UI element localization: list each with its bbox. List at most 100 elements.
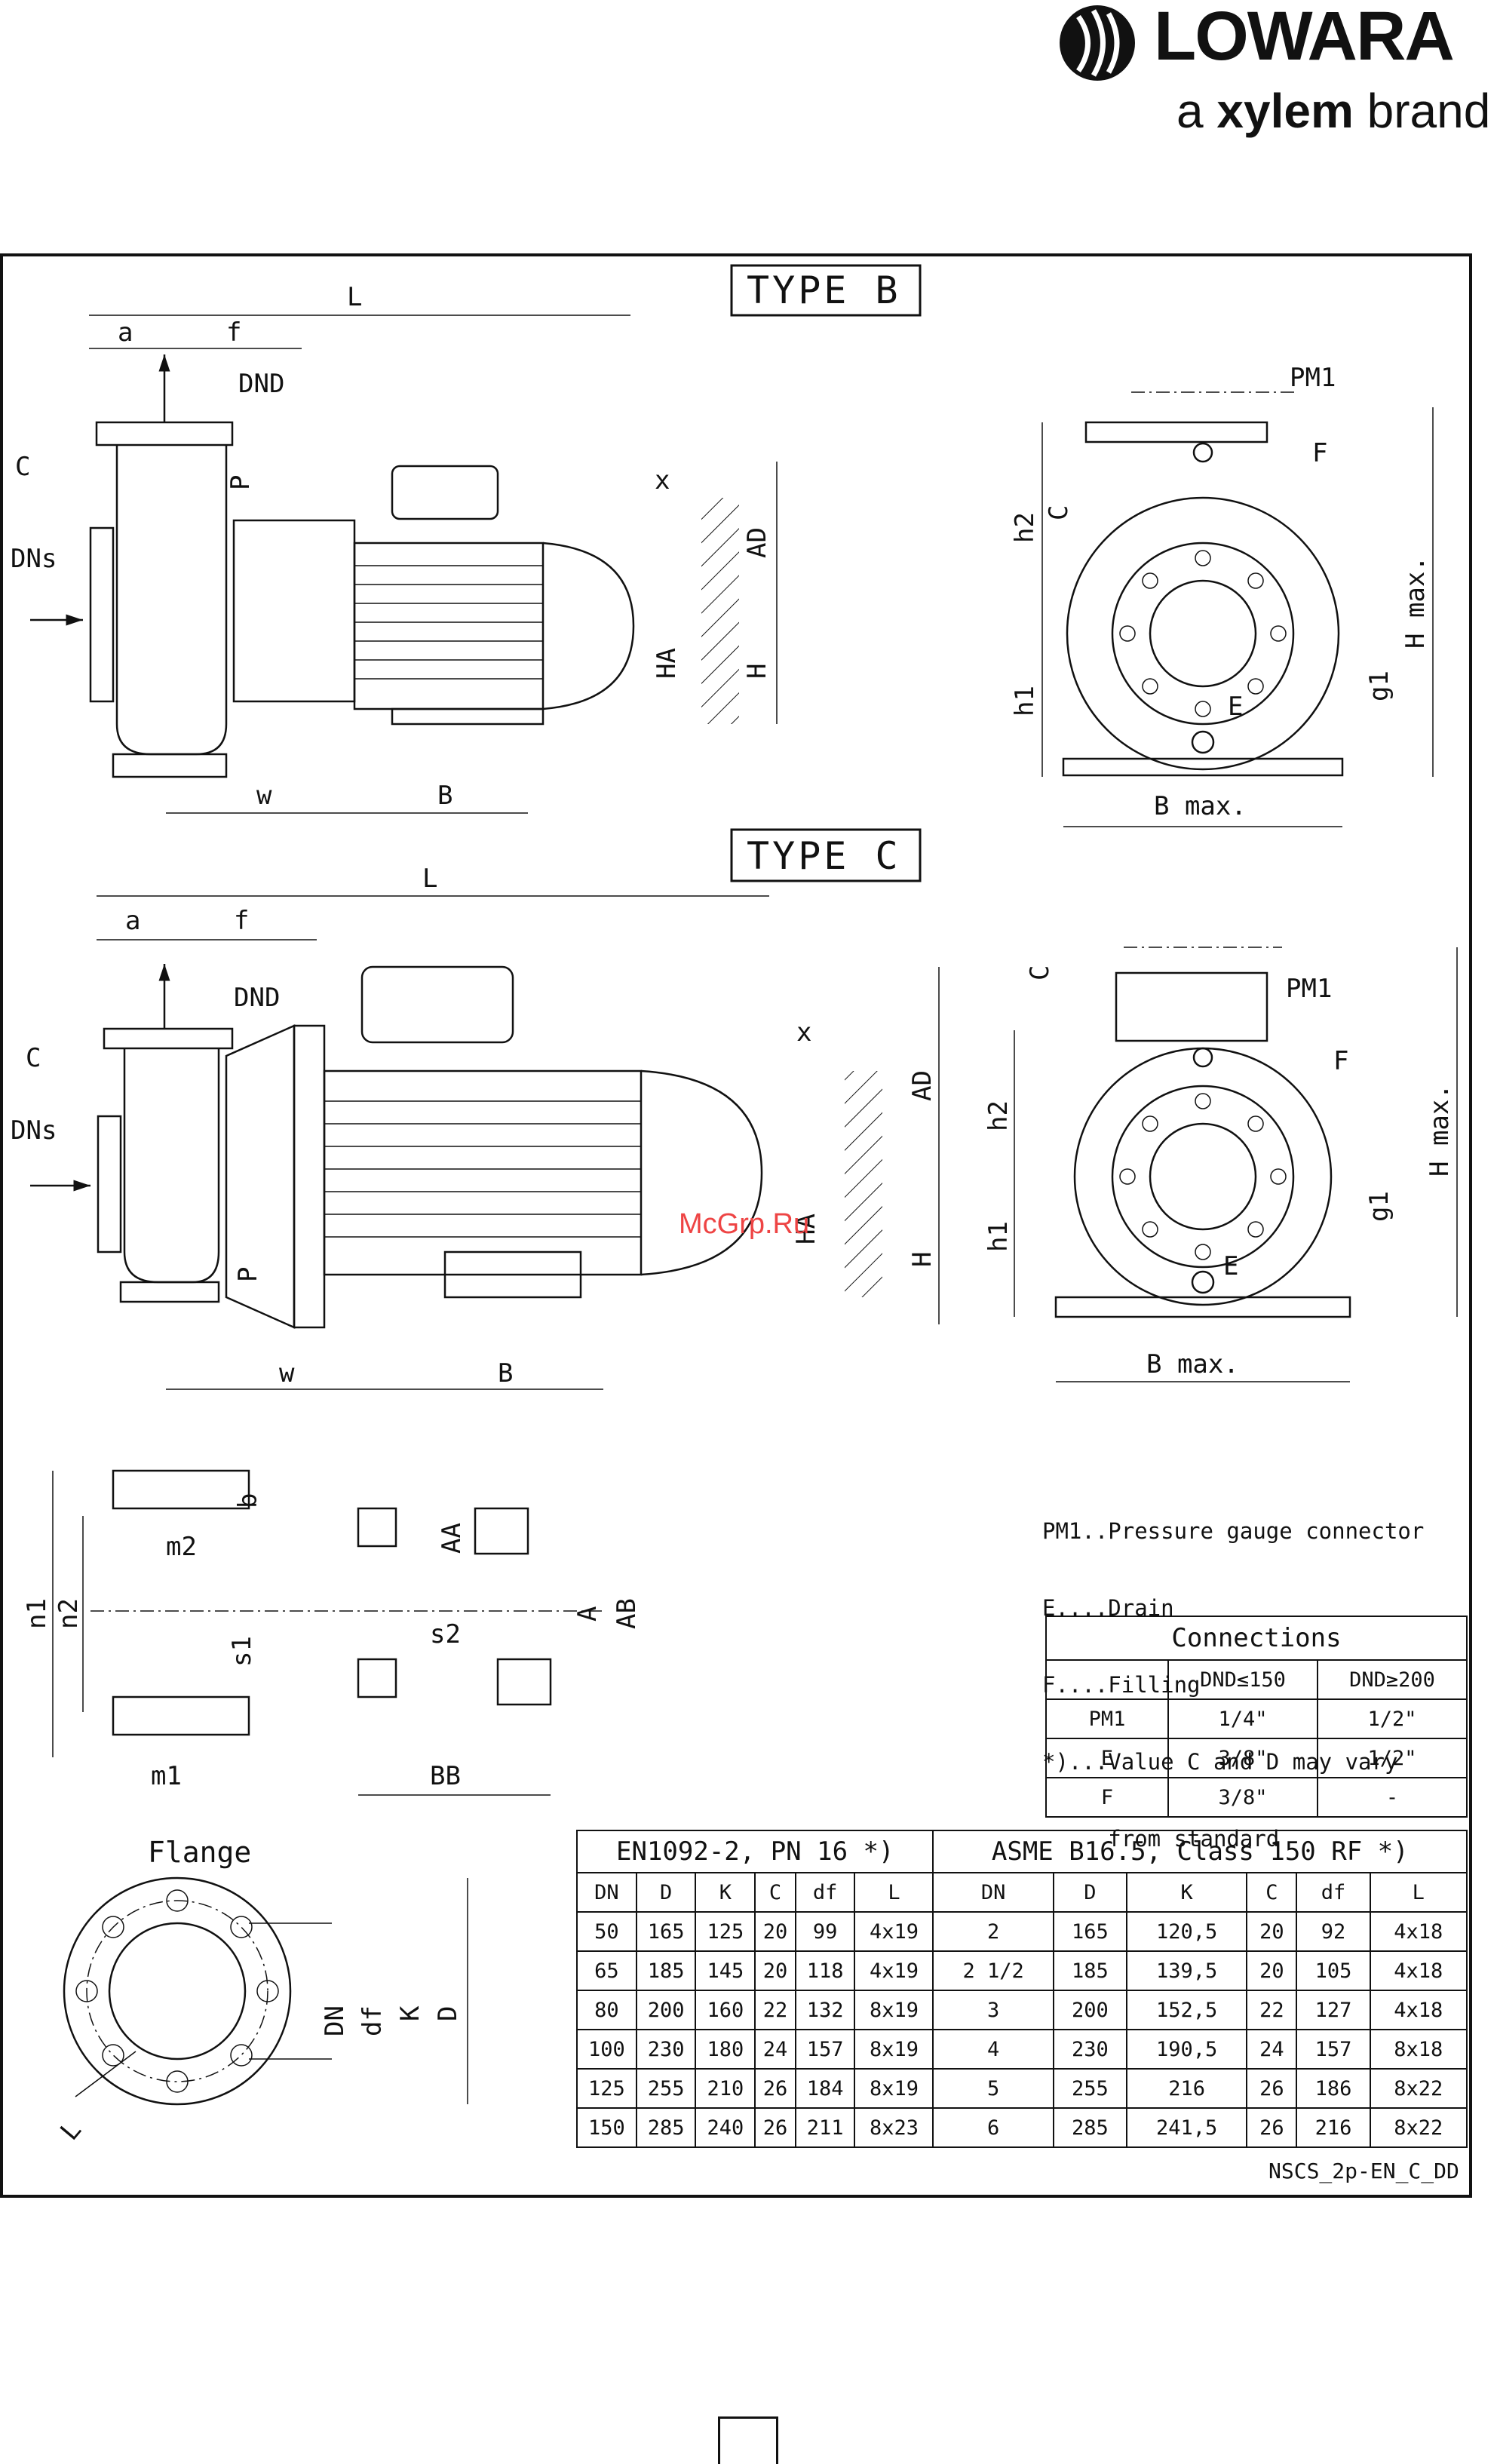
terminal-box-b	[391, 465, 499, 520]
pump-suction-flange-c	[97, 1115, 122, 1253]
label-pm1-b: PM1	[1290, 363, 1336, 393]
flange-cell: 26	[1246, 2107, 1298, 2148]
dim-f-c: f	[234, 906, 249, 936]
label-w-c: w	[279, 1358, 295, 1388]
type-b-side-view: TYPE B L a f DND C DNs P x AD	[11, 264, 922, 814]
flange-cell: 139,5	[1125, 1950, 1248, 1991]
motor-flange-c	[293, 1024, 326, 1329]
flange-header-cell: C	[754, 1872, 796, 1913]
suction-eye-b	[1149, 579, 1257, 688]
connections-cell: PM1	[1045, 1698, 1169, 1739]
label-dns-b: DNs	[11, 544, 57, 574]
flange-cell: 20	[754, 1911, 796, 1952]
flange-cell: 50	[576, 1911, 637, 1952]
pump-discharge-flange-b	[95, 421, 234, 446]
flange-cell: 8x22	[1369, 2107, 1468, 2148]
label-l-flange: L	[54, 2115, 87, 2146]
label-ha-b: HA	[652, 648, 682, 679]
flange-cell: 4x18	[1369, 1990, 1468, 2030]
type-b-title: TYPE B	[747, 268, 901, 312]
motor-fins-b	[354, 565, 543, 680]
flange-cell: 165	[1052, 1911, 1128, 1952]
type-c-side-view: TYPE C L a f DND C DNs P x AD HA H	[11, 828, 940, 1390]
flange-cell: 255	[635, 2068, 697, 2109]
front-flange-b	[1084, 421, 1268, 443]
label-ab: AB	[612, 1598, 642, 1629]
label-h2-b: h2	[1010, 512, 1040, 543]
label-h1-b: h1	[1010, 686, 1040, 716]
label-c-front-b: C	[1044, 505, 1074, 520]
label-m2: m2	[166, 1532, 197, 1562]
flange-header-cell: L	[1369, 1872, 1468, 1913]
connections-title: Connections	[1045, 1616, 1468, 1661]
flange-cell: 4	[932, 2029, 1054, 2070]
flange-cell: 80	[576, 1990, 637, 2030]
label-c-c: C	[26, 1043, 41, 1073]
connections-cell: 3/8"	[1167, 1738, 1318, 1778]
flange-cell: 160	[695, 1990, 756, 2030]
flange-cell: 6	[932, 2107, 1054, 2148]
flange-header-cell: DN	[576, 1872, 637, 1913]
flange-cell: 2	[932, 1911, 1054, 1952]
wall-hatch-b	[701, 498, 739, 724]
flange-cell: 152,5	[1125, 1990, 1248, 2030]
flange-cell: 8x19	[854, 2068, 934, 2109]
motor-body-b	[353, 542, 545, 710]
flange-header-cell: L	[854, 1872, 934, 1913]
label-e-c: E	[1223, 1251, 1238, 1281]
motor-body-c	[323, 1069, 643, 1276]
type-b-title-box	[730, 264, 922, 317]
flange-header-cell: K	[1125, 1872, 1248, 1913]
flange-cell: 8x19	[854, 1990, 934, 2030]
label-x-b: x	[655, 465, 670, 496]
flange-pcd	[86, 1900, 268, 2082]
label-bmax-c: B max.	[1146, 1349, 1239, 1379]
flange-cell: 255	[1052, 2068, 1128, 2109]
flange-cell: 4x19	[854, 1950, 934, 1991]
connections-cell: 3/8"	[1167, 1777, 1318, 1818]
label-bdim-c: B	[498, 1358, 513, 1388]
connections-col2: DND≥200	[1317, 1659, 1468, 1700]
connections-col1: DND≤150	[1167, 1659, 1318, 1700]
brand-name: LOWARA	[1154, 0, 1455, 75]
bolt-plate-2	[474, 1507, 529, 1555]
flange-group-en: EN1092-2, PN 16 *)	[575, 1830, 934, 1873]
foot-top-b	[112, 1469, 250, 1510]
connections-cell: -	[1317, 1777, 1468, 1818]
tagline-prefix: a	[1176, 84, 1217, 138]
label-c-front-c: C	[1025, 965, 1055, 980]
page-number-box	[718, 2416, 778, 2464]
type-c-front-view: PM1 F E C h2 h1 g1 H max. B max.	[983, 947, 1458, 1382]
label-dnd-b: DND	[238, 369, 284, 399]
label-x-c: x	[796, 1017, 811, 1048]
front-motor-cap-c	[1115, 971, 1268, 1042]
label-c-b: C	[15, 452, 30, 482]
dim-L-c: L	[422, 864, 437, 894]
label-h-c: H	[907, 1252, 937, 1267]
flange-bore	[108, 1922, 247, 2060]
legend-line: PM1..Pressure gauge connector	[1042, 1518, 1425, 1544]
flange-cell: 285	[635, 2107, 697, 2148]
label-s1: s1	[227, 1636, 257, 1667]
flange-cell: 157	[794, 2029, 856, 2070]
fan-cover-b	[542, 542, 635, 710]
bolt-holes-b	[1119, 550, 1287, 717]
flange-cell: 240	[695, 2107, 756, 2148]
flange-cell: 241,5	[1125, 2107, 1248, 2148]
label-dn-flange: DN	[320, 2005, 350, 2036]
flange-cell: 4x18	[1369, 1950, 1468, 1991]
label-w-b: w	[256, 781, 272, 811]
flange-cell: 190,5	[1125, 2029, 1248, 2070]
foot-plan-view: n1 n2 b m2 m1 s1 AA A AB s2 BB	[22, 1469, 642, 1796]
fan-cover-c	[640, 1069, 763, 1276]
lantern-b	[232, 519, 356, 703]
label-e-b: E	[1228, 692, 1243, 722]
flange-cell: 132	[794, 1990, 856, 2030]
flange-cell: 120,5	[1125, 1911, 1248, 1952]
flange-cell: 2 1/2	[932, 1950, 1054, 1991]
flange-header-cell: DN	[932, 1872, 1054, 1913]
